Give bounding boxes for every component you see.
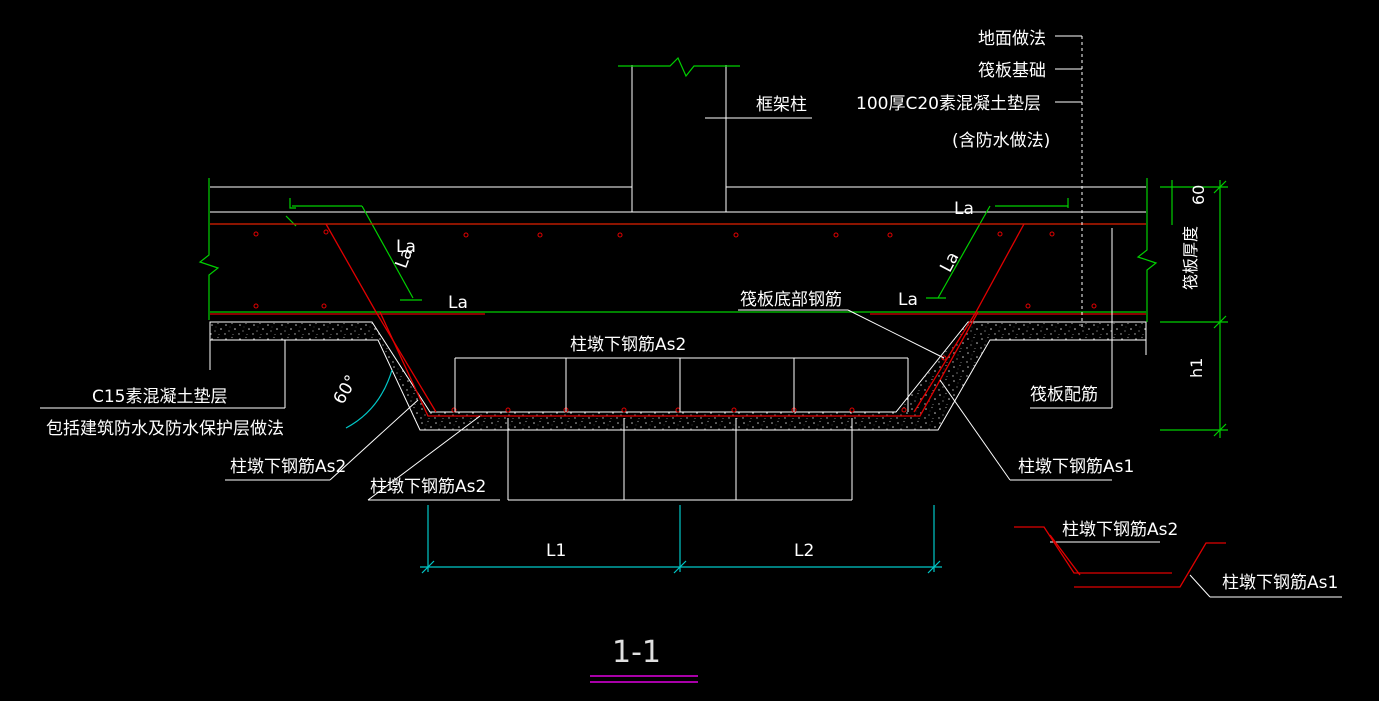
label-angle-60: 60° xyxy=(330,372,362,408)
label-pier-rebar-as2-left: 柱墩下钢筋As2 xyxy=(230,457,346,477)
column-break-line xyxy=(618,56,740,78)
left-break-line xyxy=(198,178,220,320)
label-la-3: La xyxy=(448,293,468,313)
label-raft-bottom-rebar: 筏板底部钢筋 xyxy=(740,290,842,310)
label-raft-thickness: 筏板厚度 xyxy=(1181,226,1200,290)
rebar-lines xyxy=(210,223,1146,417)
right-break-line xyxy=(1136,178,1158,322)
label-dim-h1: h1 xyxy=(1187,358,1206,378)
label-dim-l2: L2 xyxy=(794,541,814,561)
label-dim-l1: L1 xyxy=(546,541,566,561)
label-la-5: La xyxy=(936,249,963,276)
legend-label-as1: 柱墩下钢筋As1 xyxy=(1222,573,1338,593)
leader-lines xyxy=(40,35,1342,598)
section-title: 1-1 xyxy=(612,635,661,670)
label-cushion-c20: 100厚C20素混凝土垫层 xyxy=(856,94,1041,114)
label-dim-60: 60 xyxy=(1189,185,1208,205)
label-pier-rebar-as2-bottom: 柱墩下钢筋As2 xyxy=(370,477,486,497)
label-pier-rebar-as2-top: 柱墩下钢筋As2 xyxy=(570,335,686,355)
label-raft-foundation: 筏板基础 xyxy=(978,61,1046,81)
dimension-l1-l2 xyxy=(420,505,942,574)
left-sloped-rebar xyxy=(325,223,437,413)
label-waterproof-protect: 包括建筑防水及防水保护层做法 xyxy=(46,419,284,439)
label-pier-rebar-as1: 柱墩下钢筋As1 xyxy=(1018,457,1134,477)
legend-rebar-shapes xyxy=(1014,526,1226,588)
label-la-4: La xyxy=(954,199,974,219)
label-floor-method: 地面做法 xyxy=(978,29,1046,49)
right-sloped-rebar xyxy=(913,223,1025,413)
pier-as1-rebar xyxy=(379,311,979,417)
label-frame-column: 框架柱 xyxy=(756,95,807,115)
label-c15-cushion: C15素混凝土垫层 xyxy=(92,387,228,407)
rebar-dots xyxy=(253,229,1097,413)
label-waterproof-incl: (含防水做法) xyxy=(952,131,1050,151)
legend-label-as2: 柱墩下钢筋As2 xyxy=(1062,520,1178,540)
label-la-6: La xyxy=(898,290,918,310)
angle-arc xyxy=(345,369,393,429)
label-raft-rebar: 筏板配筋 xyxy=(1030,385,1098,405)
label-la-1: La xyxy=(396,237,416,257)
